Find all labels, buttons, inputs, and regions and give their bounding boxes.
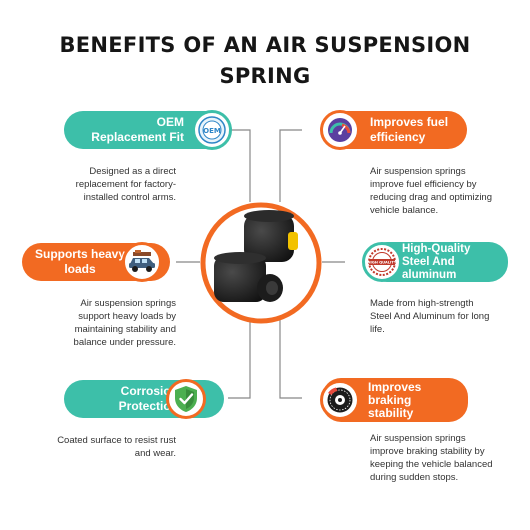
air-spring-back-icon (244, 210, 298, 262)
benefit-oem-title-line-1: OEM (156, 115, 184, 129)
benefit-fuel-desc-line: improve fuel efficiency by (370, 179, 477, 190)
quality-stamp-graphic: HIGH QUALITY (368, 248, 397, 276)
benefit-steel-desc-line: Made from high-strength (370, 298, 474, 309)
benefit-loads-description: Air suspension springs support heavy loa… (40, 297, 176, 349)
benefit-loads-desc-line: maintaining stability and (74, 324, 176, 335)
benefit-oem-desc-line: Designed as a direct (89, 166, 176, 177)
benefit-braking-desc-line: keeping the vehicle balanced (370, 459, 493, 470)
benefit-fuel-desc-line: Air suspension springs (370, 166, 466, 177)
benefit-steel-title-line-1: High-Quality (402, 242, 471, 255)
benefit-fuel-title-line-1: Improves fuel (370, 115, 449, 129)
quality-stamp-icon: HIGH QUALITY (362, 242, 402, 282)
benefit-loads-desc-line: support heavy loads by (78, 311, 176, 322)
benefit-braking-description: Air suspension springs improve braking s… (370, 432, 510, 484)
brake-disc-graphic (327, 387, 353, 413)
benefit-corrosion-desc-line: and wear. (134, 448, 176, 459)
benefit-steel-description: Made from high-strength Steel And Alumin… (370, 297, 510, 336)
fuel-gauge-icon (320, 110, 360, 150)
benefit-corrosion-title-line-1: Corrosion (120, 384, 178, 398)
shield-check-graphic (175, 386, 197, 412)
benefit-fuel-desc-line: reducing drag and optimizing (370, 192, 492, 203)
brake-disc-icon (320, 380, 360, 420)
loaded-car-graphic (129, 250, 155, 272)
benefit-braking-title-line-1: Improves (368, 379, 422, 394)
connector-corrosion (228, 318, 251, 399)
benefit-loads-desc-line: balance under pressure. (73, 337, 176, 348)
connector-braking (279, 318, 302, 399)
connector-fuel (279, 129, 302, 202)
oem-seal-icon: OEM (192, 110, 232, 150)
connector-oem (228, 129, 251, 202)
benefit-braking-title-line-2: braking (368, 392, 412, 407)
benefit-fuel-description: Air suspension springs improve fuel effi… (370, 165, 510, 217)
benefit-loads-desc-line: Air suspension springs (80, 298, 176, 309)
shield-check-icon (166, 379, 206, 419)
benefit-steel-title-line-3: aluminum (402, 268, 457, 281)
benefit-braking-desc-line: improve braking stability by (370, 446, 485, 457)
fuel-gauge-graphic (328, 118, 352, 142)
benefit-oem-desc-line: replacement for factory- (75, 179, 176, 190)
benefit-fuel-desc-line: vehicle balance. (370, 205, 439, 216)
quality-stamp-text: HIGH QUALITY (368, 261, 397, 265)
benefit-corrosion-description: Coated surface to resist rust and wear. (34, 434, 176, 460)
benefit-corrosion-desc-line: Coated surface to resist rust (57, 435, 176, 446)
benefit-oem-description: Designed as a direct replacement for fac… (44, 165, 176, 204)
benefit-braking-desc-line: Air suspension springs (370, 433, 466, 444)
benefit-oem-title-line-2: Replacement Fit (91, 130, 184, 144)
loaded-car-icon (122, 242, 162, 282)
product-image (200, 202, 322, 324)
benefit-corrosion-title-line-2: Protection (118, 399, 178, 413)
benefit-steel-desc-line: Steel And Aluminum for long (370, 311, 490, 322)
air-spring-front-icon (214, 252, 283, 302)
benefit-fuel-title-line-2: efficiency (370, 130, 426, 144)
benefit-oem-desc-line: installed control arms. (83, 192, 176, 203)
page-title-line-1: BENEFITS OF AN AIR SUSPENSION (59, 33, 471, 57)
benefit-braking-title-line-3: stability (368, 405, 414, 420)
oem-seal-graphic: OEM (198, 116, 226, 144)
benefit-braking-desc-line: during sudden stops. (370, 472, 459, 483)
benefit-steel-title-line-2: Steel And (402, 255, 455, 268)
benefit-loads-title-line-2: loads (64, 262, 96, 276)
benefit-steel-desc-line: life. (370, 324, 385, 335)
page-title: BENEFITS OF AN AIR SUSPENSION SPRING (20, 30, 510, 92)
benefit-loads-title-line-1: Supports heavy (34, 247, 126, 261)
oem-seal-text: OEM (203, 127, 221, 135)
page-title-line-2: SPRING (219, 64, 311, 88)
